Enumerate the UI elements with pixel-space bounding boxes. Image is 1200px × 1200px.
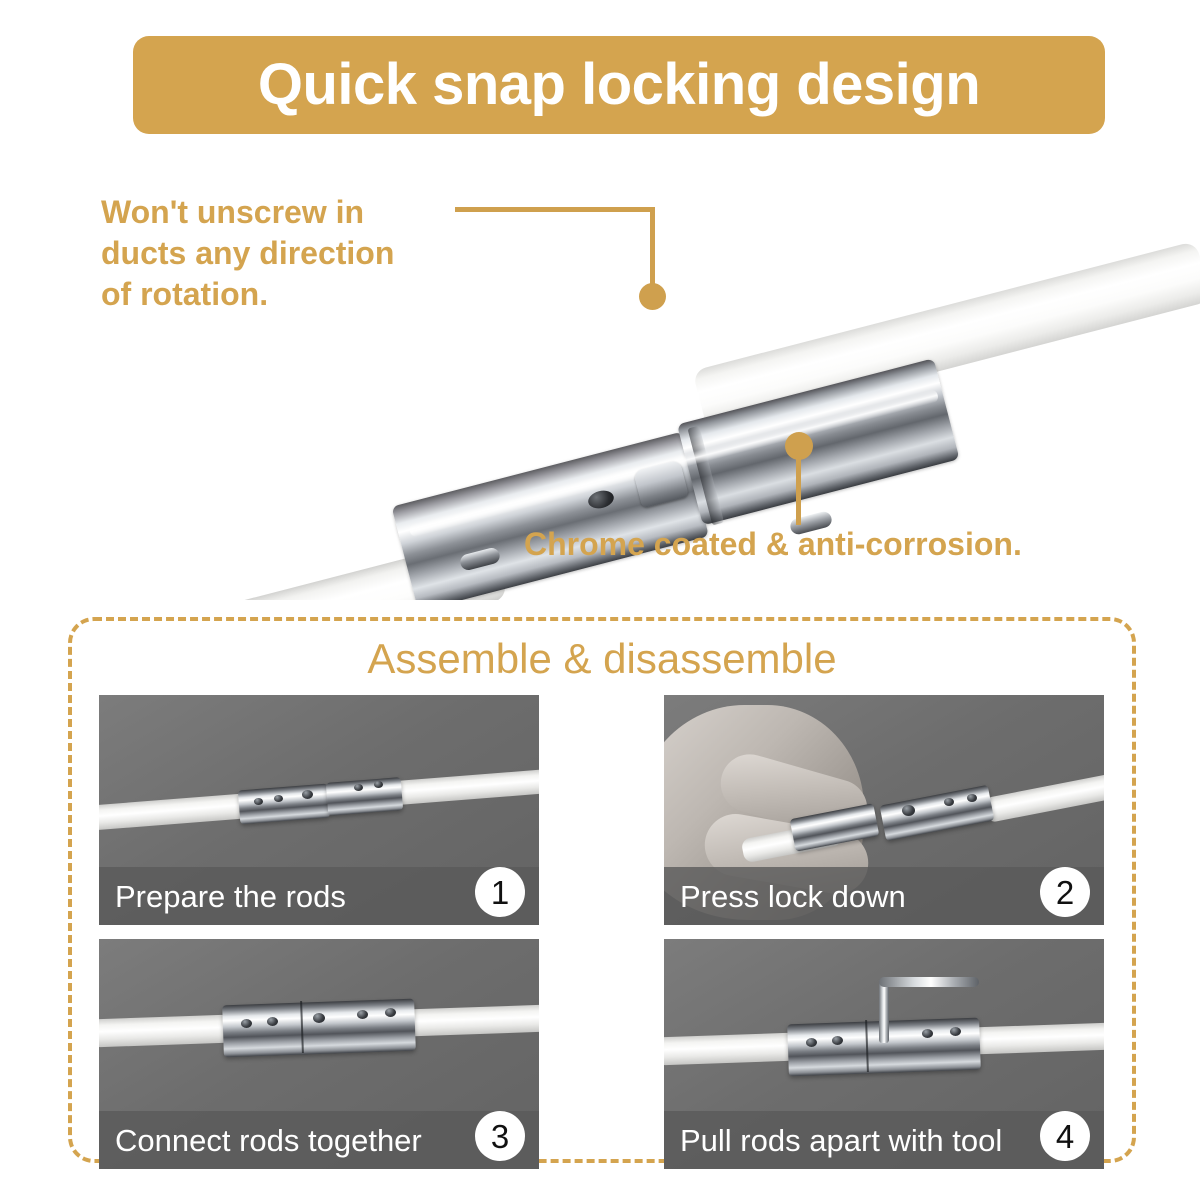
step-caption: Connect rods together [115,1122,422,1158]
leader-dot-2 [785,432,813,460]
step-number-badge: 1 [475,867,525,917]
leader-line-vertical-2 [796,447,801,525]
step-caption-bar: Prepare the rods [99,867,539,925]
step-number-badge: 2 [1040,867,1090,917]
thumb-rod-right [403,1004,539,1037]
thumb-hole [922,1029,933,1038]
leader-line-vertical-1 [650,207,655,291]
callout-chrome-coated: Chrome coated & anti-corrosion. [524,526,1022,562]
chrome-connector-sleeve-left [391,431,709,600]
page-title: Quick snap locking design [257,52,981,117]
thumb-connector-a [237,783,331,825]
callout-no-unscrew: Won't unscrew in ducts any direction of … [101,194,395,312]
thumb-hole [313,1013,325,1023]
thumb-rod-right [390,768,539,806]
step-caption-bar: Press lock down [664,867,1104,925]
thumb-hole [806,1038,817,1047]
assembly-step-card[interactable]: Prepare the rods 1 [99,695,539,925]
thumb-connector-b [325,777,404,816]
thumb-hole [832,1036,843,1045]
thumb-hole [357,1010,368,1019]
assembly-step-card[interactable]: Connect rods together 3 [99,939,539,1169]
assembly-panel-title: Assemble & disassemble [367,635,837,682]
thumb-hole [302,790,313,799]
step-caption-bar: Connect rods together [99,1111,539,1169]
thumb-rod-left [99,1014,232,1048]
thumb-hole [374,781,383,788]
thumb-connector-b [879,784,995,842]
assembly-panel: Assemble & disassemble Prepare the rods … [68,617,1136,1169]
thumb-hole [944,798,954,806]
assembly-steps-grid: Prepare the rods 1 Press lock down 2 [99,695,1107,1169]
leader-line-horizontal-1 [455,207,655,212]
step-number-badge: 3 [475,1111,525,1161]
thumb-hole [354,784,363,791]
thumb-rod-left [664,1032,797,1066]
step-caption: Prepare the rods [115,878,346,914]
thumb-hole [254,798,263,805]
thumb-hole [902,805,915,816]
assembly-step-card[interactable]: Press lock down 2 [664,695,1104,925]
thumb-hole [241,1019,252,1028]
thumb-connector [222,998,416,1058]
thumb-hole [267,1017,278,1026]
thumb-hole [950,1027,961,1036]
step-caption-bar: Pull rods apart with tool [664,1111,1104,1169]
thumb-rod-left [99,792,260,831]
thumb-hole [274,795,283,802]
assembly-step-card[interactable]: Pull rods apart with tool 4 [664,939,1104,1169]
title-banner: Quick snap locking design [133,36,1105,134]
step-caption: Press lock down [680,878,906,914]
leader-dot-1 [639,283,666,310]
step-caption: Pull rods apart with tool [680,1122,1003,1158]
thumb-hole [385,1008,396,1017]
thumb-hole [967,794,977,802]
hex-key-arm [879,977,979,987]
hex-key-icon [879,981,889,1043]
thumb-rod-right [982,771,1104,824]
thumb-rod-right [968,1022,1104,1055]
step-number-badge: 4 [1040,1111,1090,1161]
